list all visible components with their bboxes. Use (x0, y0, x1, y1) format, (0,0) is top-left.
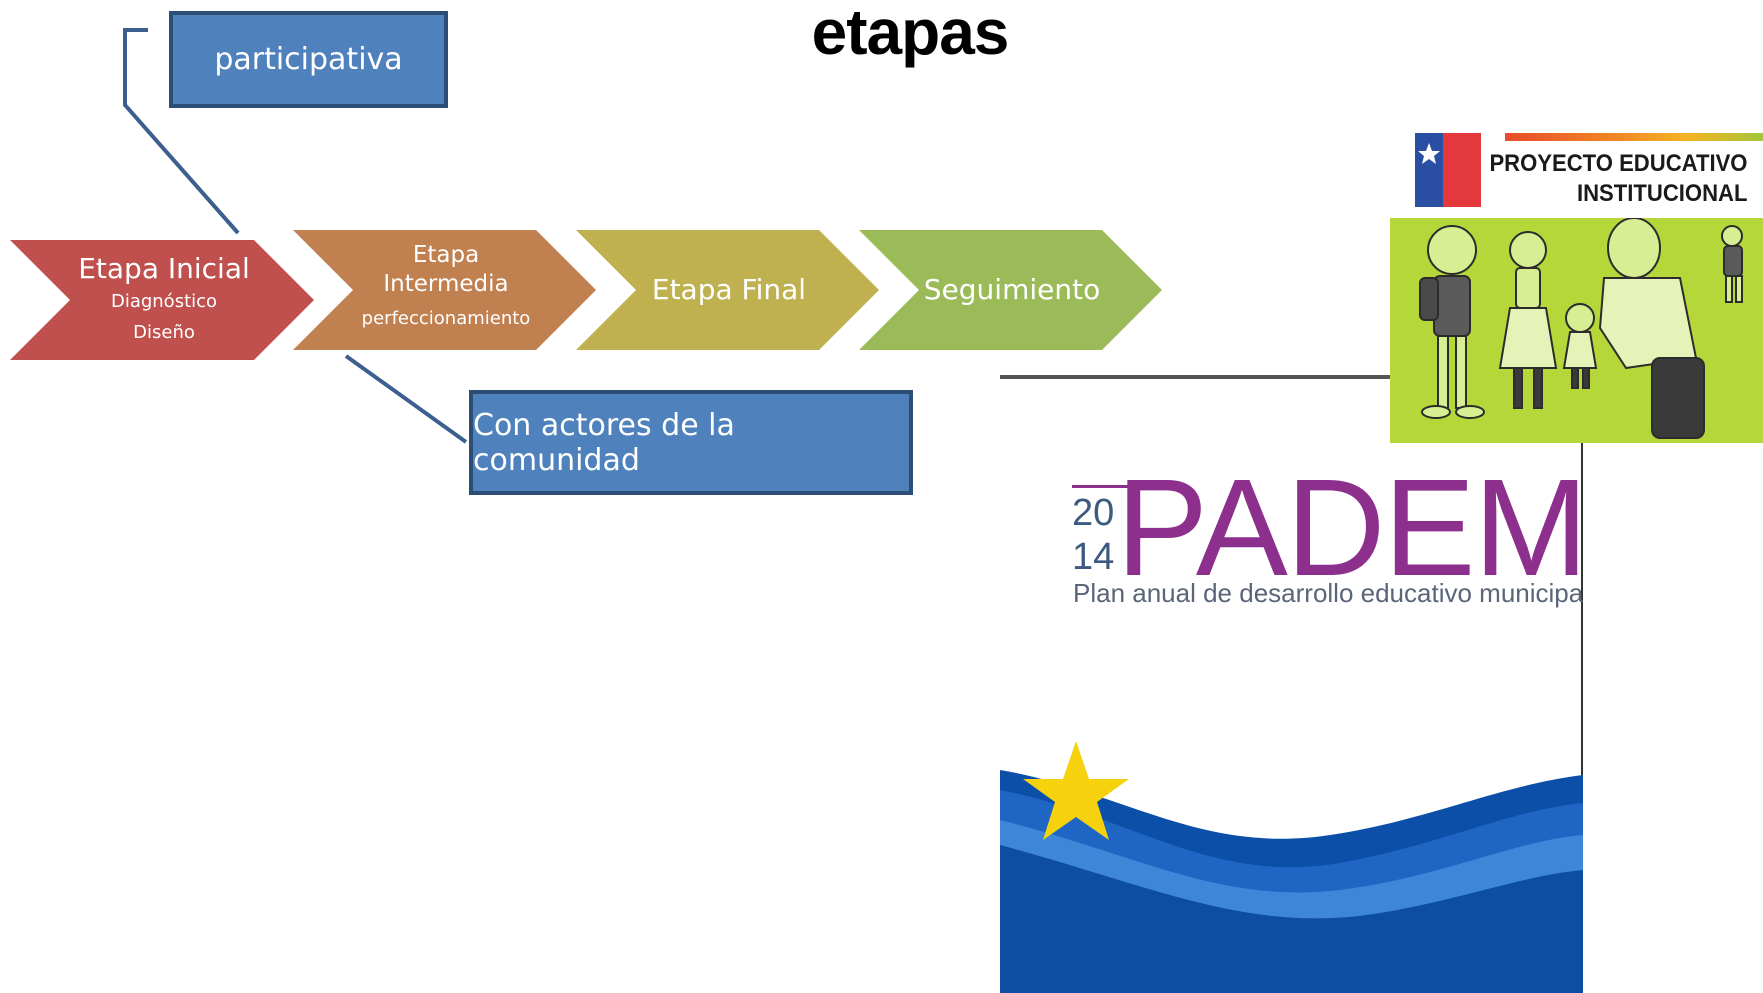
pei-illustration (1390, 218, 1763, 443)
chevron-etapa-intermedia: Etapa Intermedia perfeccionamiento (346, 232, 546, 348)
padem-top-rule (1000, 375, 1583, 379)
chevron-shapes (10, 230, 1162, 360)
seguimiento-title: Seguimiento (923, 273, 1101, 306)
slide-title: etapas (811, 0, 1010, 68)
etapa-inicial-title: Etapa Inicial (78, 252, 250, 285)
padem-subtitle: Plan anual de desarrollo educativo munic… (1073, 578, 1583, 608)
chevron-seguimiento: Seguimiento (912, 230, 1112, 350)
pei-title: PROYECTO EDUCATIVO INSTITUCIONAL (1467, 149, 1747, 209)
padem-year-bar (1072, 485, 1128, 488)
pei-characters-illustration (1419, 218, 1743, 439)
pei-title-line-2: INSTITUCIONAL (1576, 180, 1747, 207)
comunidad-label: Con actores de la comunidad (473, 407, 735, 478)
chevron-shape-final (576, 230, 879, 350)
padem-word: PADEM (1116, 451, 1583, 605)
padem-wave-graphic (1000, 741, 1583, 993)
etapa-intermedia-title-2: Intermedia (383, 271, 509, 297)
chevron-shape-seguimiento (859, 230, 1162, 350)
participativa-box: participativa (169, 11, 448, 108)
connector-top (123, 28, 240, 235)
etapa-intermedia-title-1: Etapa (412, 242, 480, 268)
chevron-shape-intermedia (293, 230, 596, 350)
pei-cover-image: PROYECTO EDUCATIVO INSTITUCIONAL (1390, 133, 1763, 443)
chevron-shape-inicial (10, 240, 314, 360)
comunidad-box: Con actores de la comunidad (469, 390, 913, 495)
padem-year-bottom: 14 (1072, 536, 1115, 578)
padem-cover-image: 20 14 PADEM Plan anual de desarrollo edu… (1000, 375, 1583, 993)
chevron-etapa-inicial: Etapa Inicial Diagnóstico Diseño (64, 240, 264, 360)
ministry-logo (1415, 133, 1481, 207)
connector-bottom (344, 354, 468, 444)
participativa-label: participativa (214, 42, 403, 77)
etapa-inicial-subtitle-1: Diagnóstico (110, 291, 218, 312)
padem-right-edge (1581, 375, 1583, 993)
pei-color-strip (1505, 133, 1763, 141)
padem-year-top: 20 (1072, 492, 1115, 534)
chevron-etapa-final: Etapa Final (629, 230, 829, 350)
star-icon (1023, 741, 1129, 840)
etapa-final-title: Etapa Final (651, 273, 807, 306)
etapa-inicial-subtitle-2: Diseño (133, 322, 195, 343)
etapa-intermedia-subtitle: perfeccionamiento (361, 308, 531, 329)
pei-title-line-1: PROYECTO EDUCATIVO (1488, 150, 1747, 177)
